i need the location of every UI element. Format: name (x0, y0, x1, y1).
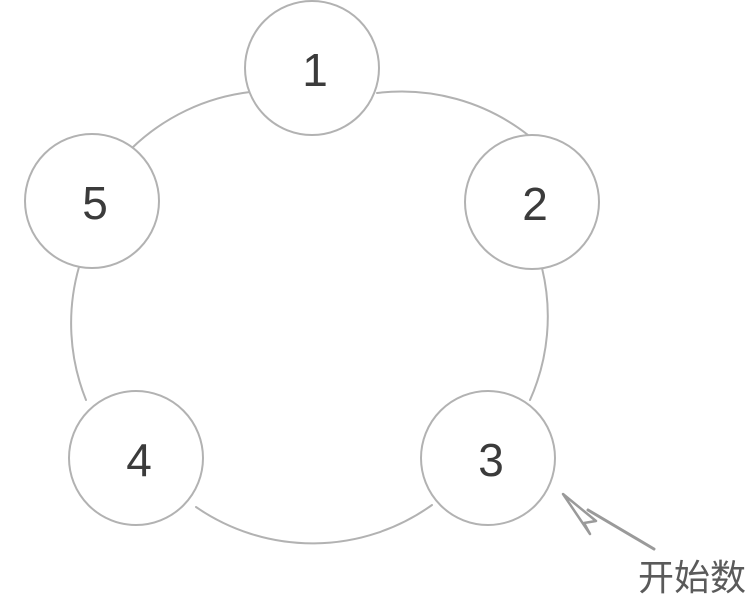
node-4[interactable]: 4 (68, 390, 204, 526)
start-pointer-label: 开始数 (638, 558, 746, 599)
node-2[interactable]: 2 (464, 134, 600, 270)
pointer-arrow-shaft (586, 508, 656, 551)
node-1[interactable]: 1 (244, 0, 380, 136)
node-5-circle[interactable] (24, 133, 160, 269)
start-pointer-annotation: 开始数 (561, 492, 746, 599)
edge-node5-node1 (131, 91, 251, 149)
node-5-label: 5 (82, 177, 108, 229)
edge-node3-node4 (195, 504, 433, 545)
node-4-circle[interactable] (68, 390, 204, 526)
edge-group (70, 90, 549, 545)
node-2-label: 2 (522, 178, 548, 230)
node-3-circle[interactable] (420, 390, 556, 526)
node-2-circle[interactable] (464, 134, 600, 270)
node-3-label: 3 (478, 434, 504, 486)
edge-node2-node3 (529, 267, 549, 401)
node-3[interactable]: 3 (420, 390, 556, 526)
edge-node4-node5 (70, 266, 87, 401)
node-1-label: 1 (302, 44, 328, 96)
node-1-circle[interactable] (244, 0, 380, 136)
pointer-arrow-head-icon (561, 492, 598, 536)
node-5[interactable]: 5 (24, 133, 160, 269)
node-4-label: 4 (126, 434, 152, 486)
edge-node1-node2 (376, 90, 529, 136)
